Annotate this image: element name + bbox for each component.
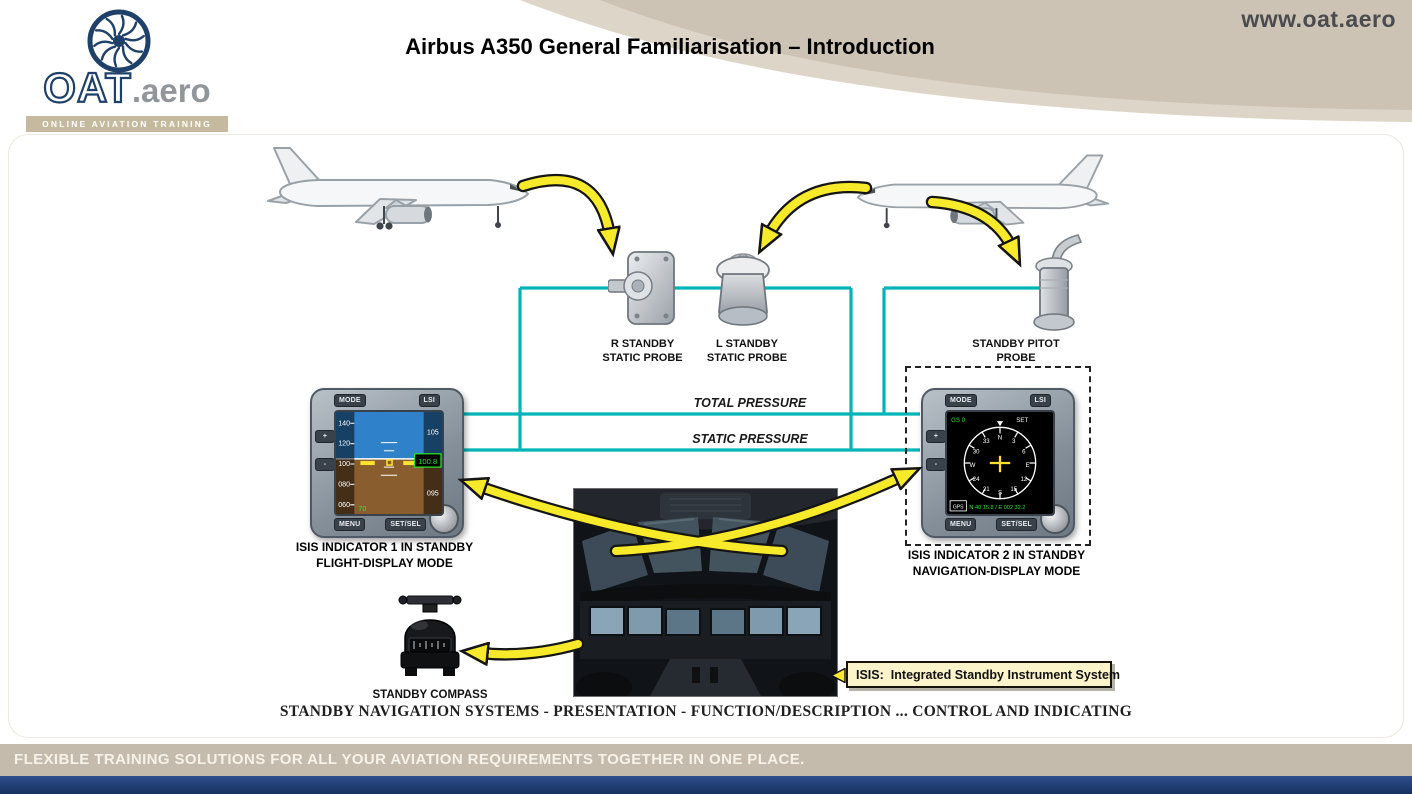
cockpit-photo (573, 488, 838, 697)
footer-band: FLEXIBLE TRAINING SOLUTIONS FOR ALL YOUR… (0, 744, 1412, 776)
r-static-probe (608, 251, 675, 325)
gps-coordinates: N 40 15.8 / E 002 32.2 (969, 505, 1025, 511)
rotary-knob (1040, 504, 1070, 534)
aircraft-left (267, 147, 529, 230)
rose-label: 3 (1012, 438, 1016, 445)
setsel-button: SET/SEL (996, 518, 1037, 531)
isis1-caption-line2: FLIGHT-DISPLAY MODE (316, 555, 453, 570)
speed-value: 080 (338, 480, 350, 488)
total-pressure-label: TOTAL PRESSURE (693, 396, 807, 410)
logo-suffix: .aero (131, 72, 211, 109)
minus-button: - (926, 458, 946, 471)
footer-tagline: FLEXIBLE TRAINING SOLUTIONS FOR ALL YOUR… (14, 751, 805, 768)
setsel-button: SET/SEL (385, 518, 426, 531)
rose-label: 15 (1010, 486, 1017, 493)
oat-logo: OAT.aero ONLINE AVIATION TRAINING (24, 8, 230, 134)
rose-label: 24 (973, 476, 980, 483)
attitude-display: 140 120 100 080 060 105 100 095 100.8 70 (334, 410, 444, 516)
website-url: www.oat.aero (1241, 6, 1396, 32)
gps-label: GPS (953, 504, 964, 510)
l-static-probe-label-line2: STATIC PROBE (706, 351, 788, 364)
pitot-probe-label-line1: STANDBY PITOT (972, 338, 1060, 350)
isis-legend: ISIS: Integrated Standby Instrument Syst… (831, 661, 1120, 688)
rose-label: E (1025, 462, 1029, 469)
menu-button: MENU (945, 518, 977, 531)
standby-pitot-probe (1033, 234, 1083, 331)
alt-value: 095 (427, 490, 439, 498)
rose-label: 21 (983, 486, 990, 493)
isis2-caption: ISIS INDICATOR 2 IN STANDBY NAVIGATION-D… (894, 548, 1099, 579)
speed-value: 100 (338, 460, 350, 468)
diagram-panel (8, 134, 1404, 738)
isis2-dashed-box (905, 366, 1091, 546)
isis-indicator-1: MODE LSI + - MENU SET/SEL (310, 388, 464, 538)
alt-value: 105 (427, 428, 439, 436)
baro-value: 70 (358, 505, 366, 513)
legend-arrow-icon (831, 668, 846, 683)
plus-button: + (926, 430, 946, 443)
isis-indicator-2: MODE LSI + - MENU SET/SEL (921, 388, 1075, 538)
mode-button: MODE (945, 394, 977, 407)
groundspeed-label: GS 0 (951, 417, 966, 424)
standby-compass (398, 595, 462, 676)
rose-label: 6 (1022, 448, 1026, 455)
header-swoosh (520, 0, 1412, 122)
minus-button: - (315, 458, 335, 471)
aircraft-right (856, 154, 1110, 230)
plus-button: + (315, 430, 335, 443)
lsi-button: LSI (1029, 394, 1051, 407)
page-title: Airbus A350 General Familiarisation – In… (405, 34, 935, 59)
lsi-button: LSI (418, 394, 440, 407)
mode-button: MODE (334, 394, 366, 407)
rose-label: S (998, 490, 1002, 497)
turbine-icon (87, 9, 151, 73)
speed-value: 060 (338, 501, 350, 509)
logo-wordmark: OAT.aero (24, 63, 230, 112)
isis2-caption-line2: NAVIGATION-DISPLAY MODE (912, 563, 1081, 578)
l-static-probe-label: L STANDBY STATIC PROBE (692, 338, 802, 366)
isis2-caption-line1: ISIS INDICATOR 2 IN STANDBY (907, 548, 1086, 562)
r-static-probe-label-line1: R STANDBY (610, 338, 675, 350)
r-static-probe-label: R STANDBY STATIC PROBE (585, 338, 700, 366)
logo-tagline: ONLINE AVIATION TRAINING (26, 116, 228, 132)
r-static-probe-label-line2: STATIC PROBE (602, 351, 683, 364)
rose-label: 12 (1020, 476, 1027, 483)
logo-brand: OAT (42, 63, 132, 112)
l-static-probe-label-line1: L STANDBY (716, 338, 778, 350)
speed-value: 140 (338, 419, 350, 427)
isis1-caption-line1: ISIS INDICATOR 1 IN STANDBY (295, 540, 474, 554)
static-pressure-label: STATIC PRESSURE (692, 432, 808, 446)
compass-display: N 3 6 E 12 15 S 21 24 W 30 33 SET (945, 410, 1055, 516)
pitot-probe-label-line2: PROBE (996, 351, 1036, 364)
legend-abbr: ISIS: (856, 667, 884, 682)
slide-caption: STANDBY NAVIGATION SYSTEMS - PRESENTATIO… (279, 703, 1133, 720)
standby-compass-label: STANDBY COMPASS (372, 689, 488, 701)
rose-label: W (970, 462, 976, 469)
rose-label: 33 (983, 438, 990, 445)
legend-text: Integrated Standby Instrument System (890, 667, 1121, 682)
speed-value: 120 (338, 440, 350, 448)
menu-button: MENU (334, 518, 366, 531)
set-label: SET (1016, 417, 1028, 424)
isis1-caption: ISIS INDICATOR 1 IN STANDBY FLIGHT-DISPL… (282, 540, 487, 571)
rose-label: N (998, 435, 1002, 442)
altitude-readout: 100.8 (418, 457, 437, 466)
rose-label: 30 (973, 448, 980, 455)
l-static-probe (716, 253, 770, 326)
footer-blue-bar (0, 776, 1412, 794)
pitot-probe-label: STANDBY PITOT PROBE (958, 338, 1074, 366)
